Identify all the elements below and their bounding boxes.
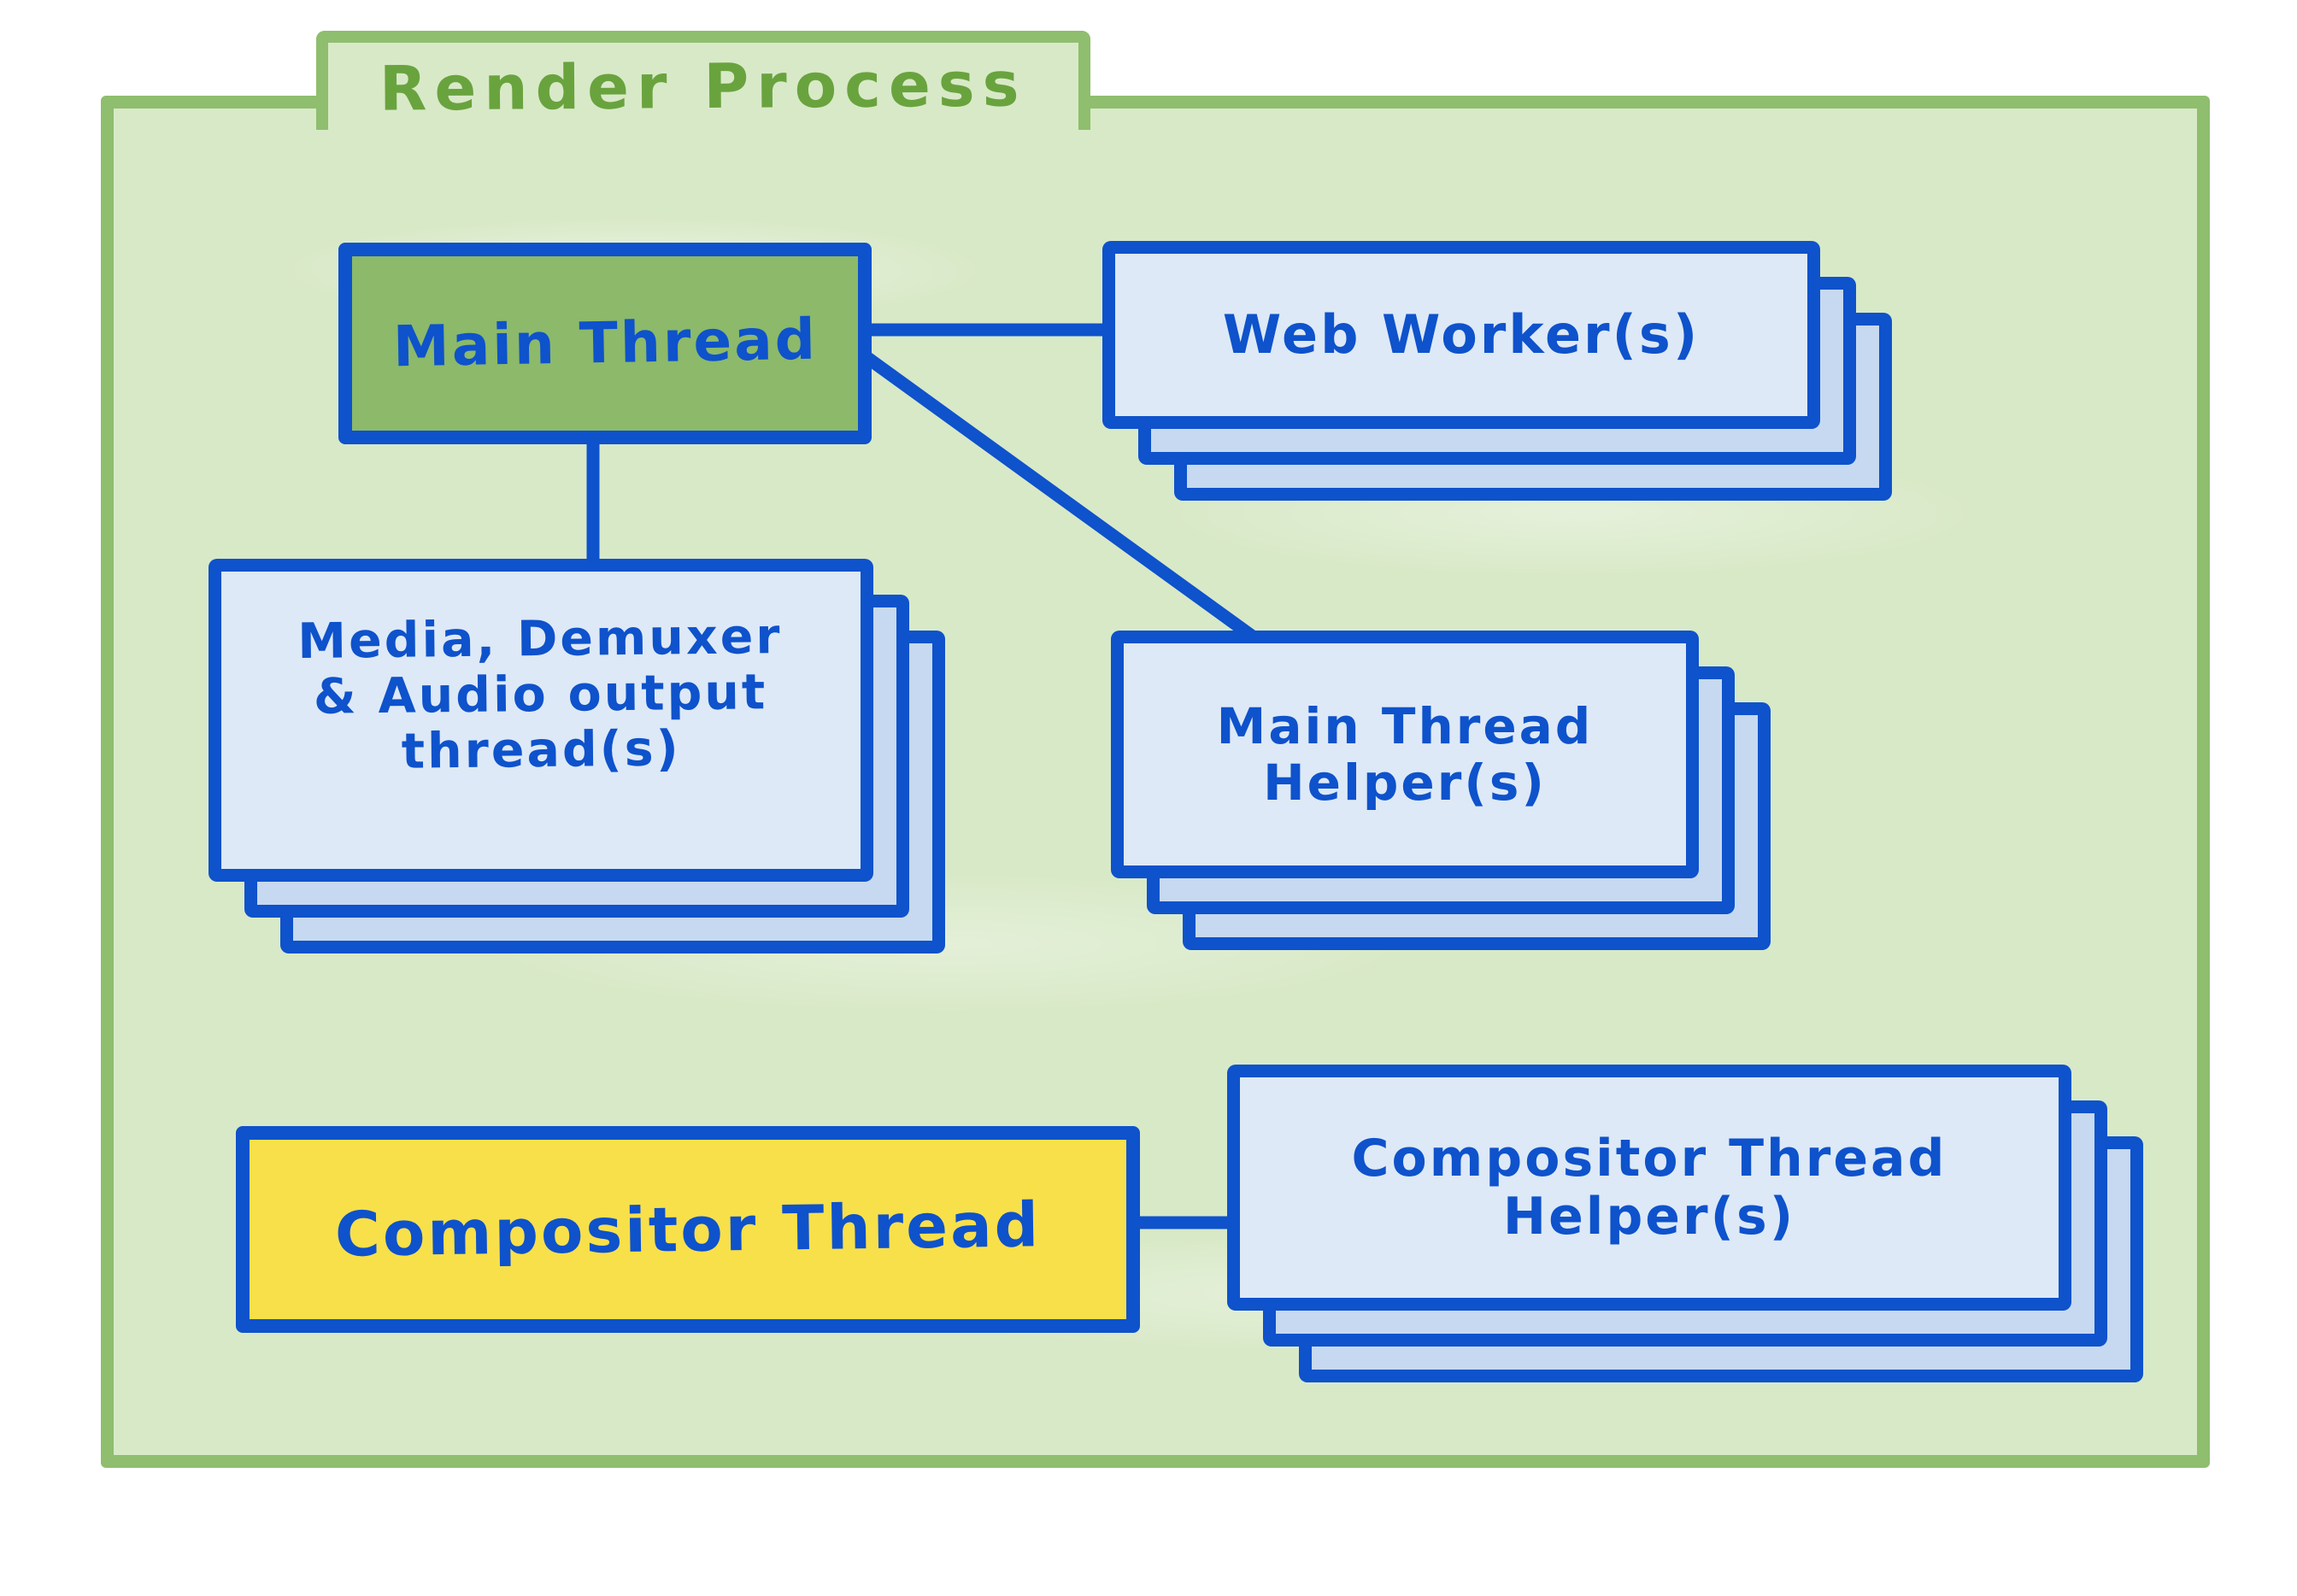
node-label-line: Compositor Thread (1351, 1128, 1947, 1188)
stack-card-front: Compositor Thread Helper(s) (1227, 1065, 2071, 1311)
node-label-line: Main Thread (391, 307, 819, 380)
stack-card-front: Main Thread Helper(s) (1111, 631, 1699, 878)
node-label-line: Main Thread (1216, 696, 1594, 755)
main-thread-box: Main Thread (338, 243, 872, 444)
node-label-line: Helper(s) (1502, 1187, 1796, 1247)
node-label-line: thread(s) (401, 719, 682, 780)
node-label: Media, Demuxer & Audio output thread(s) (297, 607, 784, 781)
render-process-tab: Render Process (316, 31, 1090, 130)
stack-card-front: Web Worker(s) (1102, 241, 1820, 429)
node-label: Web Worker(s) (1222, 302, 1701, 366)
compositor-thread-box: Compositor Thread (236, 1126, 1140, 1333)
node-label-line: Media, Demuxer (297, 607, 784, 670)
node-label-line: Compositor Thread (334, 1188, 1042, 1270)
node-label: Main Thread (391, 307, 819, 380)
node-label: Compositor Thread Helper(s) (1351, 1128, 1947, 1247)
edge-main-thread-to-main-thread-helpers (862, 351, 1260, 645)
node-label: Main Thread Helper(s) (1217, 698, 1594, 811)
stack-card-front: Media, Demuxer & Audio output thread(s) (209, 559, 873, 882)
node-label-line: Web Worker(s) (1222, 302, 1701, 366)
node-label-line: Helper(s) (1263, 754, 1547, 812)
node-label: Compositor Thread (334, 1188, 1042, 1270)
node-label-line: & Audio output (314, 663, 768, 725)
